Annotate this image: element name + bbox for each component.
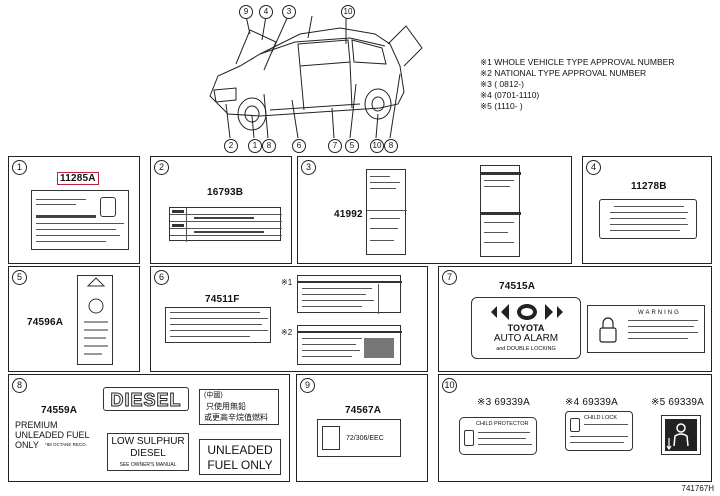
- panel-7: 7 74515A TOYOTA AUTO ALARM and DOUBLE LO…: [438, 266, 712, 372]
- warning-text: WARNING: [638, 310, 681, 316]
- callout-4: 4: [259, 5, 273, 19]
- jp-line3: 或更高辛烷值燃料: [204, 413, 268, 422]
- part-number[interactable]: 41992: [334, 209, 363, 220]
- vehicle-illustration: [209, 15, 423, 139]
- label-drawing-2: [297, 325, 402, 365]
- jp-label: (中國) 只使用無鉛 或更高辛烷值燃料: [199, 389, 279, 425]
- premium-small: *98 OCTANE RECO.: [45, 442, 87, 447]
- low-sulphur-line2: DIESEL: [130, 448, 166, 459]
- callout-3: 3: [282, 5, 296, 19]
- label-drawing: [77, 275, 113, 365]
- label-drawing: [165, 307, 271, 343]
- label-drawing: [599, 199, 697, 239]
- panel-4: 4 11278B: [582, 156, 712, 264]
- part-number[interactable]: ※3 69339A: [477, 397, 530, 408]
- low-sulphur-small: SEE OWNER'S MANUAL: [119, 462, 177, 468]
- label-drawing: [366, 169, 407, 255]
- part-number[interactable]: ※5 69339A: [651, 397, 704, 408]
- callout-9: 9: [239, 5, 253, 19]
- warning-sticker: WARNING: [587, 305, 705, 353]
- panel-6: 6 74511F ※1 ※2: [150, 266, 428, 372]
- panel-8: 8 74559A PREMIUM UNLEADED FUEL ONLY *98 …: [8, 374, 290, 482]
- callout-7: 7: [328, 139, 342, 153]
- part-number[interactable]: 74511F: [205, 294, 240, 305]
- panel-number: 10: [442, 378, 457, 393]
- callout-10-bottom: 10: [370, 139, 384, 153]
- premium-line1: PREMIUM: [15, 420, 58, 430]
- callout-8-right: 8: [384, 139, 398, 153]
- panel-number: 7: [442, 270, 457, 285]
- panel-number: 2: [154, 160, 169, 175]
- child-lock-label: CHILD LOCK: [565, 411, 633, 451]
- part-number[interactable]: 11285A: [57, 172, 99, 185]
- note-2: ※2 NATIONAL TYPE APPROVAL NUMBER: [480, 68, 647, 78]
- panel-number: 4: [586, 160, 601, 175]
- note-3: ※3 ( 0812-): [480, 79, 524, 89]
- note-4: ※4 (0701-1110): [480, 90, 540, 100]
- low-sulphur-label: LOW SULPHUR DIESEL SEE OWNER'S MANUAL: [107, 433, 189, 471]
- child-lock-text: CHILD LOCK: [584, 415, 618, 421]
- panel-number: 8: [12, 378, 27, 393]
- jp-line2: 只使用無鉛: [206, 402, 246, 411]
- directive-code: 72/306/EEC: [346, 435, 384, 442]
- approval-notes: ※1 WHOLE VEHICLE TYPE APPROVAL NUMBER ※2…: [480, 57, 675, 112]
- child-protector-label: CHILD PROTECTOR: [459, 417, 537, 455]
- jp-line1: (中國): [204, 392, 223, 399]
- part-number[interactable]: 74559A: [41, 405, 78, 416]
- label-drawing: [31, 190, 129, 250]
- label-drawing-1: [297, 275, 402, 314]
- child-protector-text: CHILD PROTECTOR: [476, 421, 529, 427]
- panel-9: 9 74567A 72/306/EEC: [296, 374, 428, 482]
- callout-8-left: 8: [262, 139, 276, 153]
- panel-2: 2 16793B: [150, 156, 292, 264]
- premium-line3: ONLY: [15, 440, 39, 450]
- callout-1: 1: [248, 139, 262, 153]
- premium-label: PREMIUM UNLEADED FUEL ONLY *98 OCTANE RE…: [15, 421, 103, 457]
- part-number[interactable]: 74596A: [27, 317, 64, 328]
- premium-line2: UNLEADED FUEL: [15, 430, 90, 440]
- part-number[interactable]: 11278B: [631, 181, 667, 192]
- alarm-line2: and DOUBLE LOCKING: [496, 346, 556, 352]
- diesel-big: DIESEL: [110, 390, 182, 410]
- diagram-code: 741767H: [681, 484, 714, 493]
- child-pictogram: [661, 415, 701, 455]
- unleaded-line2: FUEL ONLY: [207, 458, 273, 472]
- label-drawing-alt: [480, 165, 521, 257]
- part-number[interactable]: ※4 69339A: [565, 397, 618, 408]
- alarm-sticker: TOYOTA AUTO ALARM and DOUBLE LOCKING: [471, 297, 581, 359]
- panel-1: 1 11285A: [8, 156, 140, 264]
- alarm-line1: AUTO ALARM: [493, 333, 559, 344]
- unleaded-line1: UNLEADED: [207, 443, 273, 457]
- note-5: ※5 (1110- ): [480, 101, 523, 111]
- panel-3: 3 41992: [297, 156, 572, 264]
- alarm-brand: TOYOTA: [507, 323, 545, 333]
- panel-number: 6: [154, 270, 169, 285]
- panel-5: 5 74596A: [8, 266, 140, 372]
- note-marker-1: ※1: [281, 278, 293, 287]
- callout-10-top: 10: [341, 5, 355, 19]
- panel-10: 10 ※3 69339A CHILD PROTECTOR ※4 69339A C…: [438, 374, 712, 482]
- note-1: ※1 WHOLE VEHICLE TYPE APPROVAL NUMBER: [480, 57, 675, 67]
- callout-6: 6: [292, 139, 306, 153]
- panel-number: 3: [301, 160, 316, 175]
- panel-number: 5: [12, 270, 27, 285]
- part-number[interactable]: 74515A: [499, 281, 536, 292]
- panel-number: 9: [300, 378, 315, 393]
- part-number[interactable]: 16793B: [207, 187, 244, 198]
- part-number[interactable]: 74567A: [345, 405, 382, 416]
- label-drawing: [169, 207, 282, 242]
- low-sulphur-line1: LOW SULPHUR: [111, 436, 185, 447]
- note-marker-2: ※2: [281, 328, 293, 337]
- diesel-big-label: DIESEL: [103, 387, 189, 411]
- callout-2: 2: [224, 139, 238, 153]
- panel-number: 1: [12, 160, 27, 175]
- label-drawing: 72/306/EEC: [317, 419, 401, 457]
- callout-5: 5: [345, 139, 359, 153]
- unleaded-label: UNLEADED FUEL ONLY: [199, 439, 281, 475]
